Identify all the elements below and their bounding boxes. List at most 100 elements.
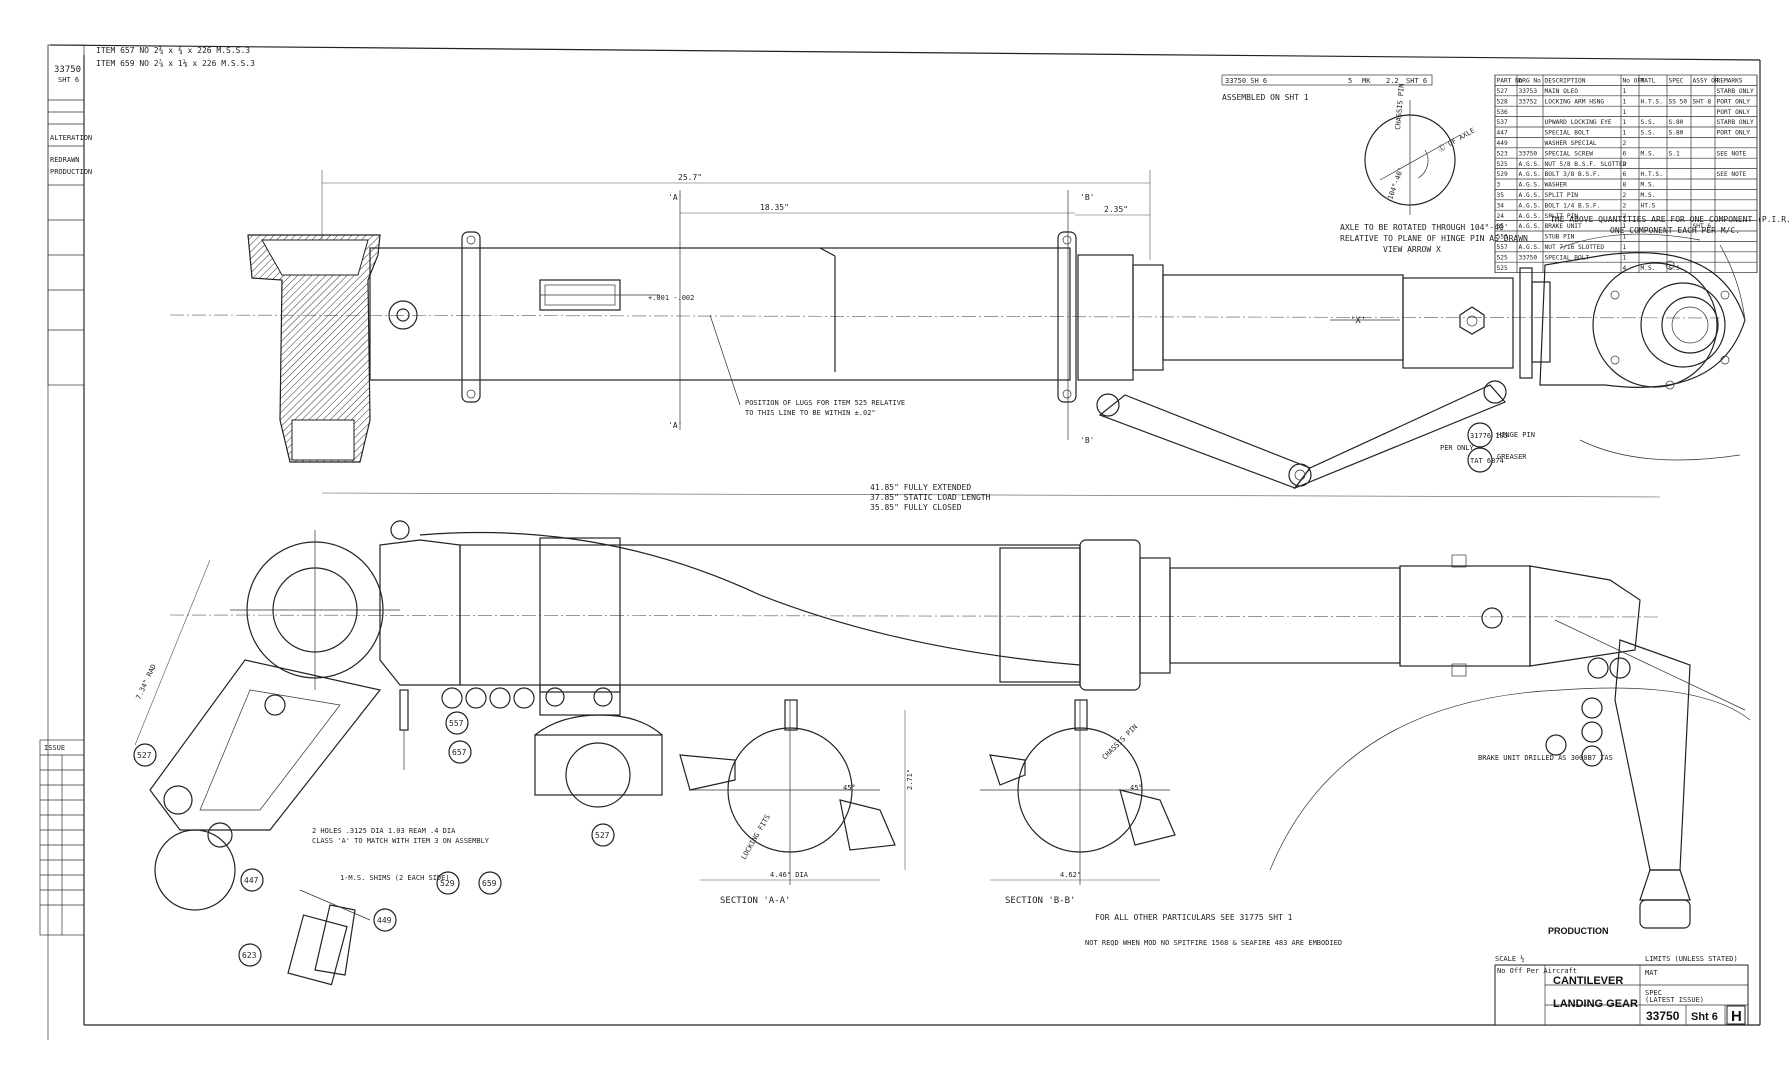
- parts-cell: 2: [1623, 161, 1627, 168]
- parts-cell: SS 50: [1669, 98, 1688, 105]
- section-aa-view: 4.46" DIA 2.71" 45° LOCKING FITS: [679, 699, 914, 885]
- axle-angle-label: 104°-40': [1386, 166, 1405, 200]
- tb-limits: LIMITS (UNLESS STATED): [1645, 955, 1738, 963]
- aa-angle: 45°: [843, 784, 856, 792]
- greaser-label: GREASER: [1497, 453, 1527, 461]
- parts-cell: H.T.S.: [1641, 171, 1663, 178]
- parts-cell: 33750: [1519, 254, 1538, 261]
- aa-dim-446: 4.46" DIA: [770, 871, 809, 879]
- parts-cell: S.S.: [1641, 130, 1656, 137]
- tb-aircraft: No Off Per Aircraft: [1497, 967, 1577, 975]
- tb-latest-issue: (LATEST ISSUE): [1645, 996, 1704, 1004]
- parts-cell: A.G.S.: [1519, 202, 1541, 209]
- parts-cell: 557: [1497, 244, 1508, 251]
- production-label: PRODUCTION: [1548, 926, 1609, 936]
- left-strip-note-alteration: ALTERATION: [50, 134, 92, 142]
- parts-cell: 33750: [1519, 150, 1538, 157]
- parts-cell: A.G.S.: [1519, 192, 1541, 199]
- left-strip-note-redrawn: REDRAWN: [50, 156, 80, 164]
- parts-cell: STUB PIN: [1545, 234, 1575, 241]
- left-strip-note-production: PRODUCTION: [50, 168, 92, 176]
- parts-cell: 449: [1497, 140, 1508, 147]
- parts-header: No OFF: [1623, 78, 1646, 85]
- parts-cell: PORT ONLY: [1717, 130, 1751, 137]
- parts-cell: A.G.S.: [1519, 223, 1541, 230]
- parts-cell: 2: [1623, 140, 1627, 147]
- parts-cell: HT.S: [1641, 202, 1656, 209]
- parts-cell: 553: [1497, 234, 1508, 241]
- dim-a-to-b: 18.35": [760, 203, 789, 212]
- parts-cell: 1: [1623, 244, 1627, 251]
- bb-chassis-pin: CHASSIS PIN: [1101, 723, 1139, 761]
- length-fully-closed: 35.85" FULLY CLOSED: [870, 503, 962, 512]
- parts-header: DESCRIPTION: [1545, 78, 1586, 85]
- parts-cell: 525: [1497, 161, 1508, 168]
- bubble-447: 447: [244, 876, 259, 885]
- parts-cell: NUT 7/16 SLOTTED: [1545, 244, 1605, 251]
- parts-cell: A.G.S.: [1519, 171, 1541, 178]
- dim-b-offset: 2.35": [1104, 205, 1128, 214]
- axle-cl-label: Ⓛ OF AXLE: [1437, 126, 1476, 153]
- parts-cell: BRAKE UNIT: [1545, 223, 1583, 230]
- parts-cell: M.S.: [1641, 192, 1656, 199]
- assembled-note: ASSEMBLED ON SHT 1: [1222, 93, 1309, 102]
- tb-issue-letter: H: [1731, 1008, 1742, 1025]
- tb-title-line1: CANTILEVER: [1553, 975, 1623, 987]
- parts-header: PART No: [1497, 78, 1523, 85]
- tb-title-line2: LANDING GEAR: [1553, 998, 1638, 1010]
- parts-cell: S.80: [1669, 130, 1684, 137]
- parts-header: ASSY OR: [1693, 78, 1719, 85]
- parts-cell: WASHER: [1545, 182, 1568, 189]
- svg-text:MK: MK: [1362, 77, 1371, 85]
- parts-cell: 447: [1497, 130, 1508, 137]
- dim-734: 7.34" RAD: [135, 663, 158, 701]
- parts-cell: MAIN OLEO: [1545, 88, 1579, 95]
- parts-cell: 24: [1497, 213, 1505, 220]
- item-657-note: ITEM 657 NO 2¾ x ¾ x 226 M.S.S.3: [96, 46, 250, 55]
- parts-cell: SEE NOTE: [1717, 150, 1747, 157]
- item-659-note: ITEM 659 NO 2⅞ x 1⅛ x 226 M.S.S.3: [96, 59, 255, 68]
- parts-footnote-2: ONE COMPONENT EACH PER M/C.: [1610, 226, 1740, 235]
- parts-cell: 2: [1623, 202, 1627, 209]
- parts-cell: 1: [1623, 254, 1627, 261]
- section-a-bottom: 'A': [668, 421, 682, 430]
- parts-cell: 35: [1497, 223, 1505, 230]
- callout-bubbles: 527 447 449 623 557 529 659 657 527: [133, 657, 1631, 967]
- parts-cell: 528: [1497, 98, 1508, 105]
- clamp-detail: [534, 714, 663, 808]
- parts-cell: A.G.S.: [1519, 182, 1541, 189]
- parts-cell: 33752: [1519, 98, 1538, 105]
- parts-cell: 536: [1497, 109, 1508, 116]
- parts-cell: 537: [1497, 119, 1508, 126]
- side-oleo-view: [149, 520, 1751, 986]
- tb-drawing-number: 33750: [1646, 1009, 1680, 1023]
- parts-cell: 1: [1623, 88, 1627, 95]
- parts-cell: A.G.S.: [1519, 244, 1541, 251]
- parts-cell: 527: [1497, 88, 1508, 95]
- parts-cell: SHT 6: [1693, 223, 1712, 230]
- parts-cell: S.80: [1669, 119, 1684, 126]
- parts-cell: BOLT 1/4 B.S.F.: [1545, 202, 1601, 209]
- parts-cell: M.S.: [1641, 182, 1656, 189]
- bubble-527-a: 527: [137, 751, 152, 760]
- parts-cell: 4: [1623, 265, 1627, 272]
- parts-cell: 529: [1497, 171, 1508, 178]
- bubble-527-b: 527: [595, 831, 610, 840]
- tb-sheet: Sht 6: [1691, 1011, 1718, 1023]
- axle-note-line1: AXLE TO BE ROTATED THROUGH 104°-40': [1340, 223, 1509, 232]
- section-bb-title: SECTION 'B-B': [1005, 896, 1075, 906]
- parts-cell: SHT 8: [1693, 98, 1712, 105]
- parts-cell: LOCKING ARM HSNG: [1545, 98, 1605, 105]
- section-aa-title: SECTION 'A-A': [720, 896, 790, 906]
- parts-cell: 35: [1497, 192, 1505, 199]
- tolerance-note: +.001 -.002: [648, 294, 694, 302]
- section-bb-view: 4.62" 45° CHASSIS PIN: [980, 699, 1176, 885]
- svg-text:SHT 6: SHT 6: [1406, 77, 1427, 85]
- parts-cell: NUT 5/8 B.S.F. SLOTTED: [1545, 161, 1627, 168]
- section-b-bottom: 'B': [1080, 436, 1094, 445]
- section-a-top: 'A': [668, 193, 682, 202]
- parts-cell: 34: [1497, 202, 1505, 209]
- holes-note-line1: 2 HOLES .3125 DIA 1.03 REAM .4 DIA: [312, 827, 456, 835]
